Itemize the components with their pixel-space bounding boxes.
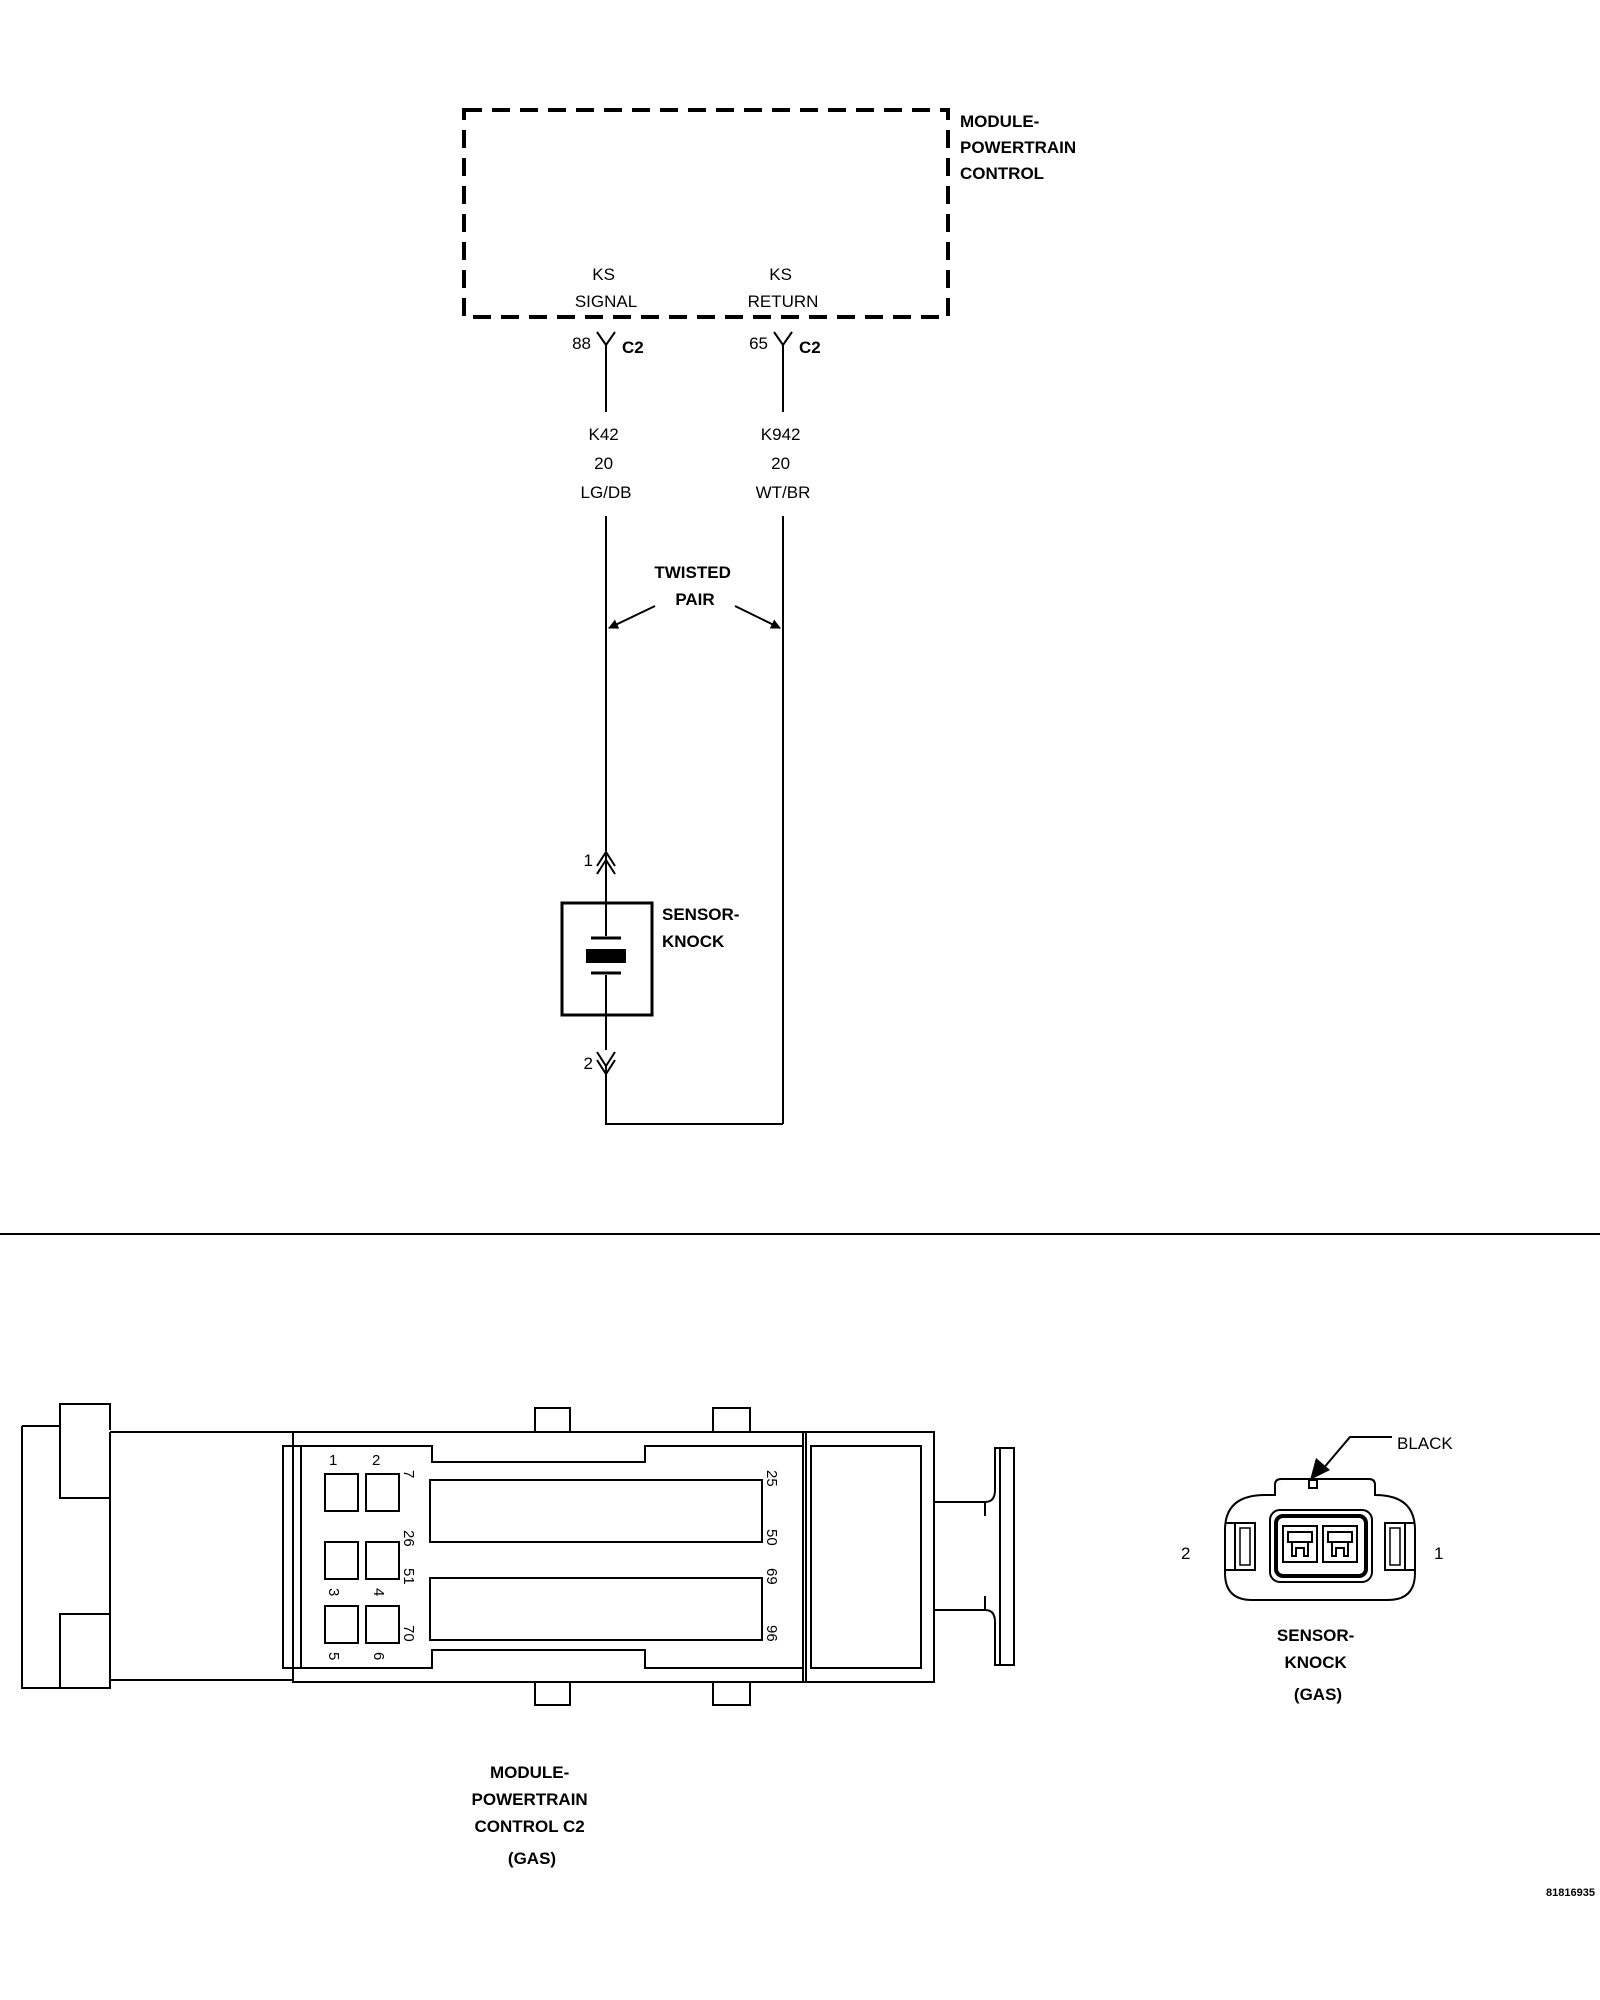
ks-signal-label: KS SIGNAL bbox=[575, 265, 637, 311]
c2-pin-label-70: 70 bbox=[400, 1625, 417, 1642]
c2-lower-pin-row bbox=[429, 1577, 763, 1641]
sensor-pin2-number: 2 bbox=[584, 1054, 593, 1073]
c2-pin-label-69: 69 bbox=[763, 1568, 780, 1585]
ks-housing-outline bbox=[1224, 1478, 1416, 1601]
return-pin-number: 65 bbox=[749, 334, 768, 353]
twisted-pair-arrow-right bbox=[734, 605, 781, 629]
c2-pin-label-5: 5 bbox=[325, 1652, 342, 1660]
knock-sensor-connector-view: BLACK 2 1 SENSOR- KNOCK (GAS) bbox=[1181, 1434, 1453, 1704]
signal-connector-terminal bbox=[596, 331, 616, 347]
signal-connector-name: C2 bbox=[622, 338, 644, 357]
ks-pin-right-number: 1 bbox=[1434, 1544, 1443, 1563]
c2-pin-label-2: 2 bbox=[372, 1452, 380, 1469]
c2-pin-label-7: 7 bbox=[400, 1470, 417, 1478]
pcm-module-box bbox=[462, 108, 950, 319]
signal-pin-number: 88 bbox=[572, 334, 591, 353]
c2-pin-label-51: 51 bbox=[400, 1568, 417, 1585]
c2-pin-label-26: 26 bbox=[400, 1530, 417, 1547]
ks-return-label: KS RETURN bbox=[748, 265, 819, 311]
figure-id: 81816935 bbox=[1546, 1887, 1595, 1899]
sensor-title: SENSOR- KNOCK bbox=[662, 905, 744, 951]
c2-pin-cavities bbox=[324, 1473, 400, 1644]
twisted-pair-label: TWISTED PAIR bbox=[654, 563, 735, 609]
c2-pin-label-4: 4 bbox=[370, 1588, 387, 1596]
c2-pin-label-50: 50 bbox=[763, 1529, 780, 1546]
pcm-c2-caption: MODULE- POWERTRAIN CONTROL C2 (GAS) bbox=[472, 1763, 593, 1868]
c2-housing-outline bbox=[59, 1403, 294, 1689]
c2-pin-label-1: 1 bbox=[329, 1452, 337, 1469]
sensor-pin1-number: 1 bbox=[584, 851, 593, 870]
c2-body bbox=[292, 1431, 804, 1683]
pcm-c2-connector-view: 1 2 3 4 5 6 7 26 51 70 25 50 69 96 MODUL… bbox=[21, 1403, 1015, 1868]
ks-color-callout-arrow bbox=[1310, 1458, 1330, 1480]
return-wire-label: K942 20 WT/BR bbox=[756, 425, 811, 502]
return-connector-terminal bbox=[773, 331, 793, 347]
c2-latch-housing bbox=[802, 1431, 935, 1683]
c2-pin-label-25: 25 bbox=[763, 1470, 780, 1487]
piezo-element bbox=[586, 949, 626, 963]
return-loop-wire bbox=[605, 1066, 783, 1125]
knock-sensor-caption: SENSOR- KNOCK (GAS) bbox=[1277, 1626, 1359, 1704]
pcm-title: MODULE- POWERTRAIN CONTROL bbox=[960, 112, 1081, 183]
c2-upper-pin-row bbox=[429, 1479, 763, 1543]
ks-color-label: BLACK bbox=[1397, 1434, 1453, 1453]
ks-color-callout-line bbox=[1321, 1436, 1392, 1471]
c2-pin-label-96: 96 bbox=[763, 1625, 780, 1642]
c2-lever bbox=[934, 1447, 1015, 1666]
signal-wire-label: K42 20 LG/DB bbox=[580, 425, 631, 502]
c2-pin-label-3: 3 bbox=[325, 1588, 342, 1596]
c2-pin-label-6: 6 bbox=[370, 1652, 387, 1660]
twisted-pair-arrow-left bbox=[608, 605, 656, 629]
return-connector-name: C2 bbox=[799, 338, 821, 357]
wiring-schematic: MODULE- POWERTRAIN CONTROL KS SIGNAL KS … bbox=[462, 108, 1081, 1125]
ks-pin-left-number: 2 bbox=[1181, 1544, 1190, 1563]
ks-terminal-shroud bbox=[1269, 1509, 1373, 1583]
